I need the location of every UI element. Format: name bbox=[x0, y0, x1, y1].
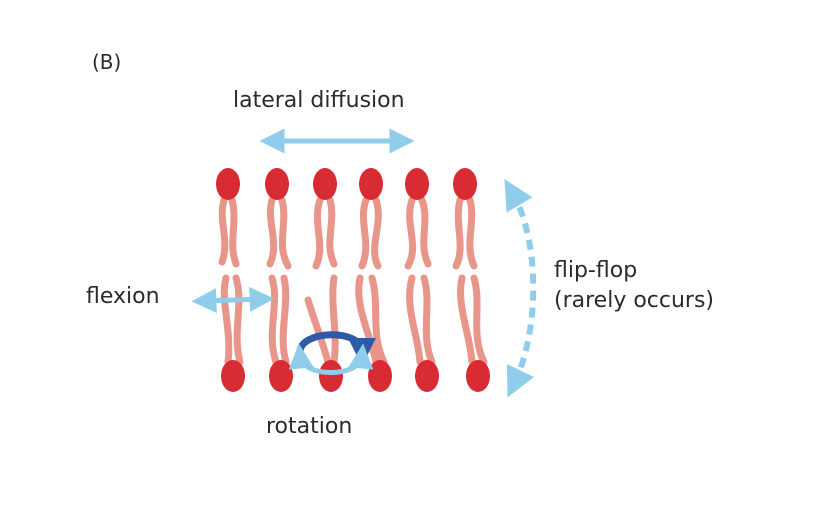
flexion-label: flexion bbox=[86, 284, 160, 309]
outer-leaflet-tails bbox=[218, 196, 478, 270]
inner-leaflet-heads bbox=[221, 360, 490, 392]
flip-flop-arrow bbox=[504, 179, 537, 398]
outer-leaflet-heads bbox=[216, 168, 477, 200]
flip-flop-label: flip-flop (rarely occurs) bbox=[554, 256, 714, 316]
rotation-arc-front bbox=[288, 343, 374, 375]
flip-flop-label-line1: flip-flop bbox=[554, 258, 638, 283]
panel-label: (B) bbox=[92, 50, 122, 74]
rotation-label: rotation bbox=[266, 414, 353, 439]
rotation-arc-back bbox=[296, 331, 376, 366]
lateral-diffusion-label: lateral diffusion bbox=[233, 88, 405, 113]
flexion-arrow bbox=[191, 286, 275, 314]
inner-leaflet-tails bbox=[220, 274, 488, 366]
flip-flop-label-line2: (rarely occurs) bbox=[554, 288, 715, 313]
